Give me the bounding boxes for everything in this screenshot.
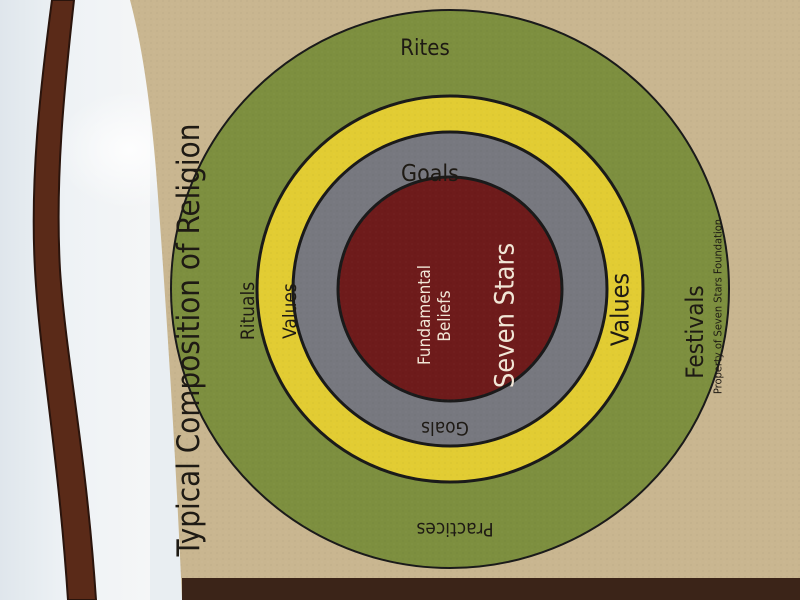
label-rites: Rites bbox=[400, 36, 450, 61]
label-seven-stars: Seven Stars bbox=[489, 242, 521, 389]
label-rituals: Rituals bbox=[237, 281, 259, 341]
label-goals-bottom: Goals bbox=[421, 417, 469, 439]
label-goals-top: Goals bbox=[401, 161, 459, 187]
label-fundamental: Fundamental bbox=[415, 265, 435, 365]
label-values-left: Values bbox=[279, 283, 301, 339]
diagram-title: Typical Composition of Religion bbox=[171, 123, 207, 557]
book-spine bbox=[32, 0, 98, 600]
label-values-right: Values bbox=[605, 272, 635, 347]
label-festivals: Festivals bbox=[681, 285, 709, 379]
label-practices: Practices bbox=[416, 518, 494, 540]
bottom-strip bbox=[182, 578, 800, 600]
label-beliefs: Beliefs bbox=[435, 290, 455, 342]
credit-text: Property of Seven Stars Foundation bbox=[711, 218, 725, 395]
